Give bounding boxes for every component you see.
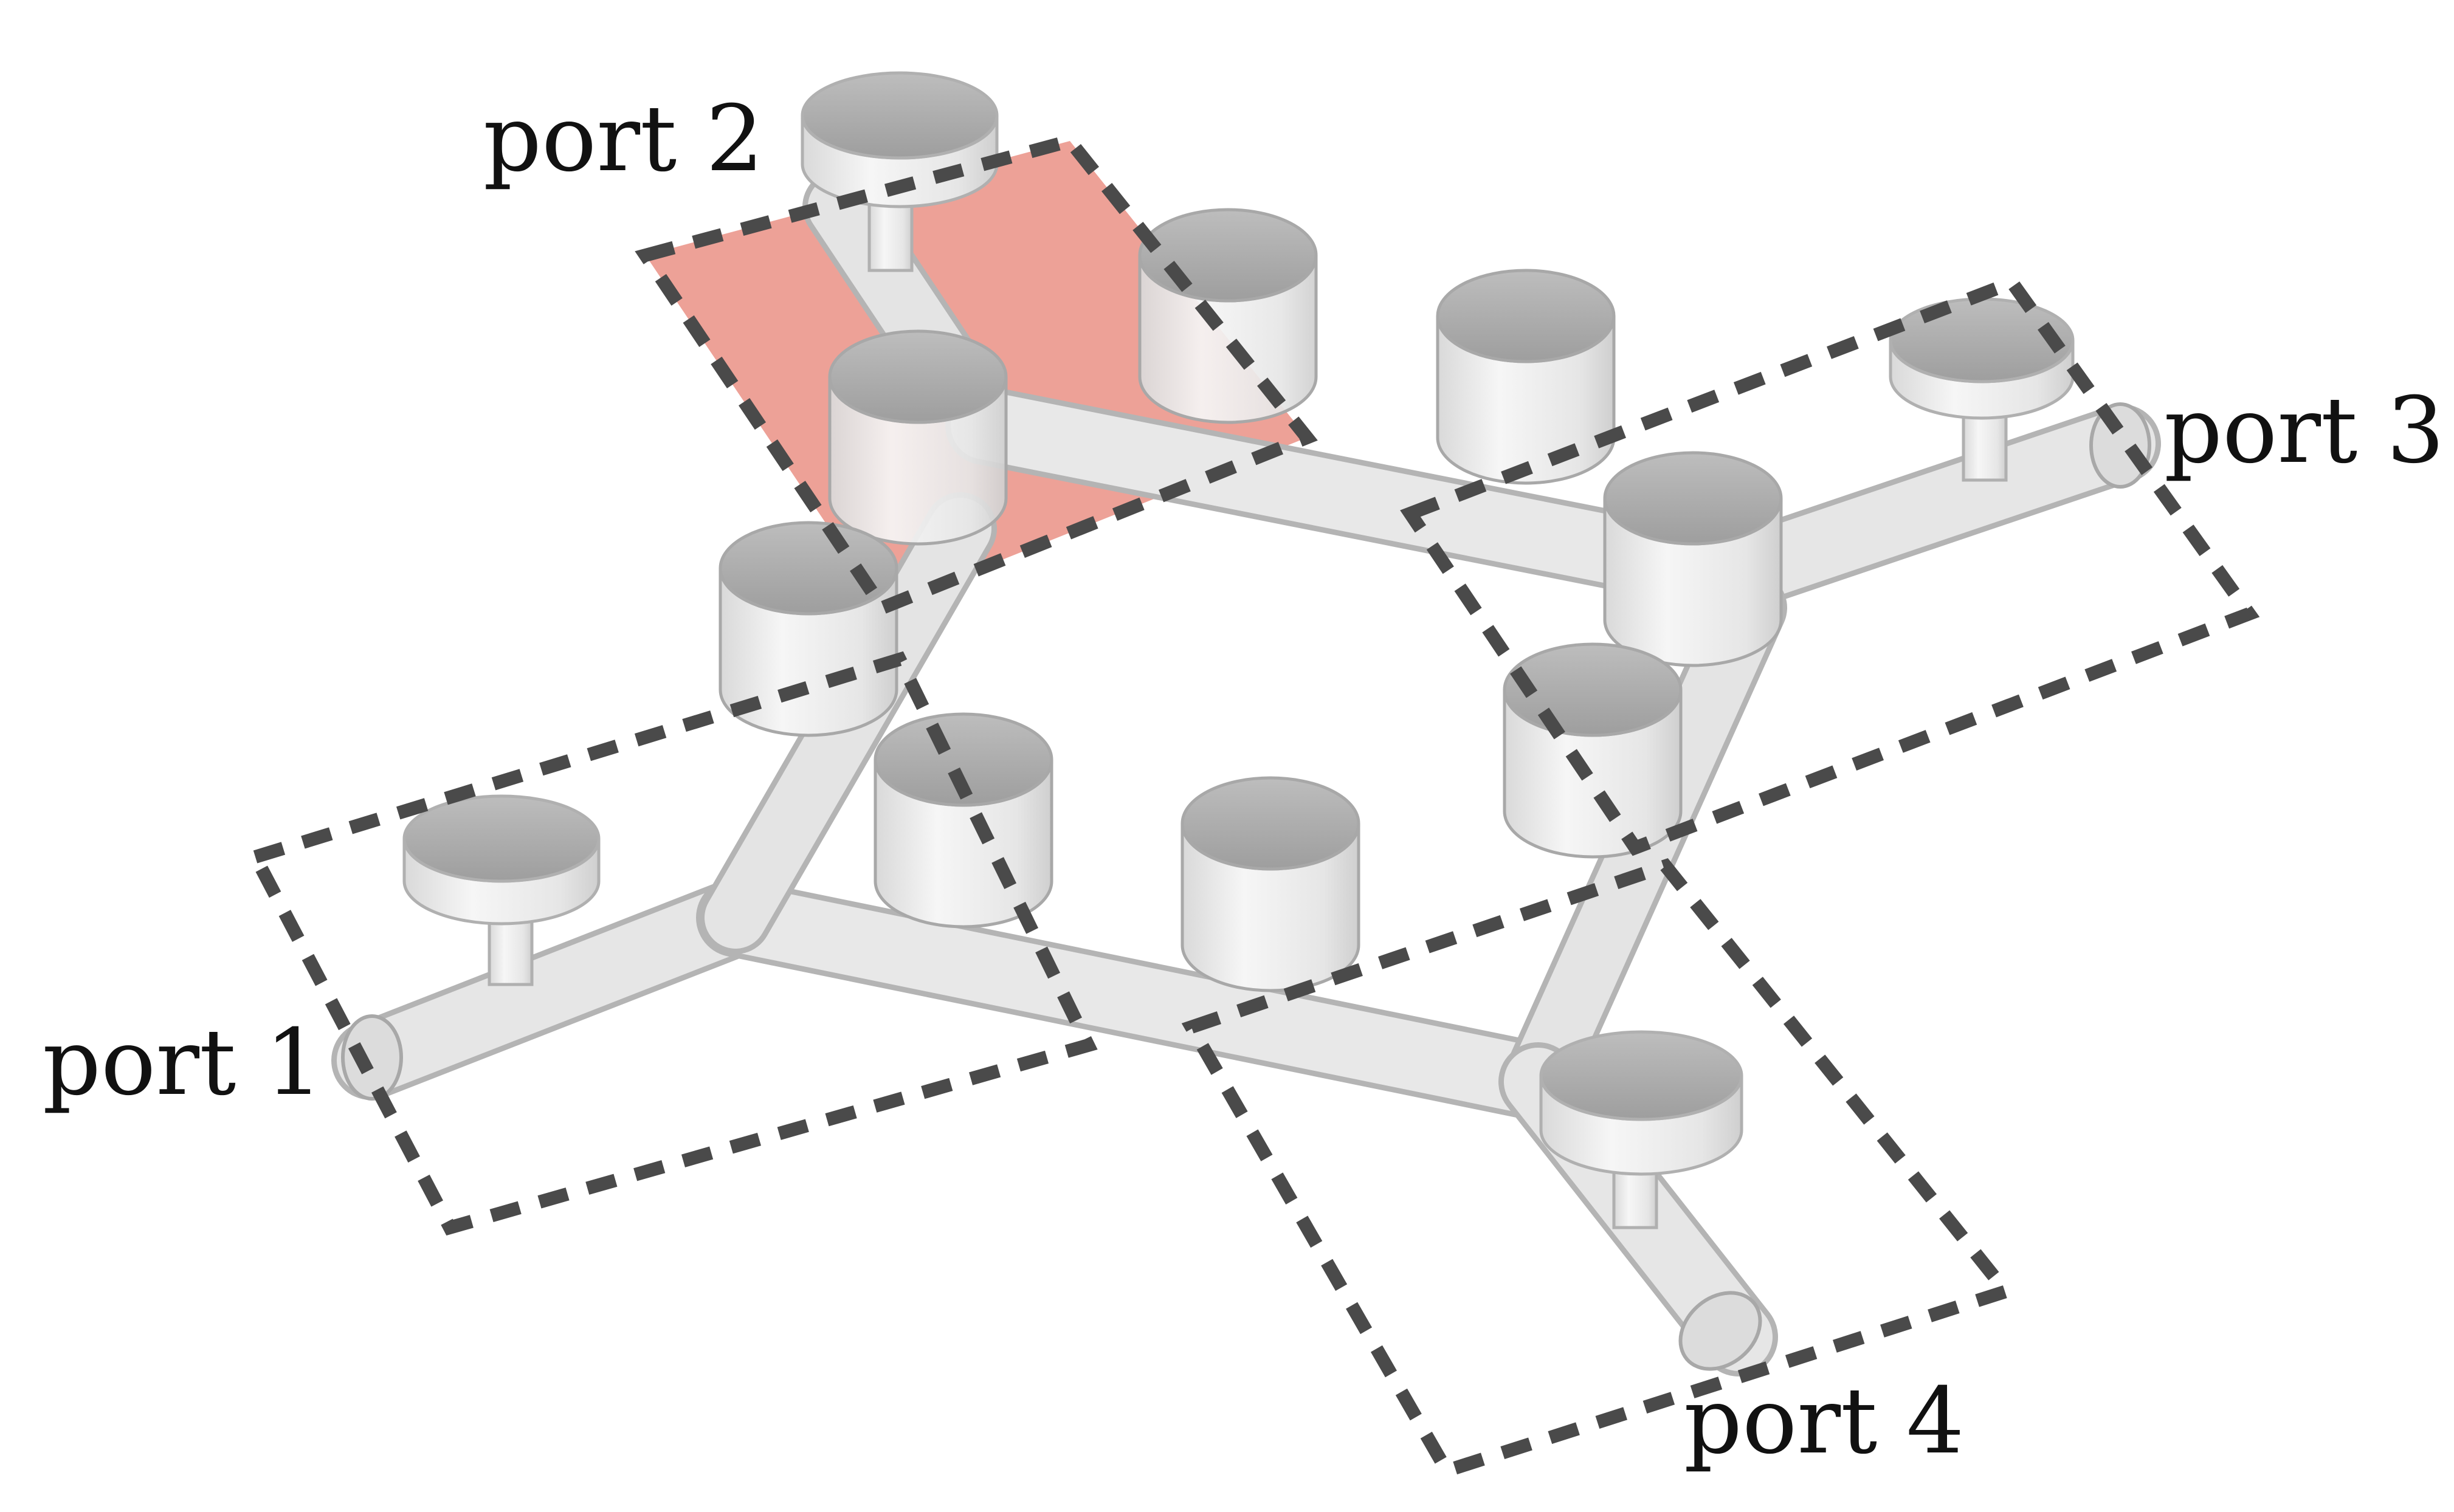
port-2-label: port 2 [483, 86, 763, 192]
disc-resonator-port1 [402, 794, 601, 986]
port-1-plane-outline [246, 651, 1098, 1236]
cylinder-resonator-2 [1138, 208, 1318, 424]
pipe-top-fill [951, 391, 1724, 599]
pipe-port3-arm-fill [1692, 410, 2156, 611]
disc-resonator-port3 [1889, 297, 2075, 482]
cylinder-resonator-7 [874, 712, 1053, 929]
cylinder-resonator-6 [1503, 642, 1683, 859]
pipe-port1-arm-fill [337, 884, 770, 1094]
port-4-label: port 4 [1684, 1369, 1964, 1474]
port-4-pipe-end [1678, 1291, 1762, 1371]
pipe-bottom-fill [701, 884, 1572, 1116]
port-1-pipe-end [341, 1014, 403, 1101]
disc-resonator-port4 [1539, 1030, 1743, 1229]
pipe-network [331, 170, 2161, 1376]
cylinder-resonator-3 [1436, 269, 1616, 485]
port-1-label: port 1 [43, 1010, 323, 1116]
cylinder-resonator-1 [828, 329, 1008, 546]
port-4-plane-outline [1181, 858, 2018, 1479]
cylinder-resonator-8 [1180, 776, 1360, 992]
port-3-plane-outline [1400, 274, 2260, 856]
port-3-label: port 3 [2164, 378, 2444, 484]
port-plane-outlines [246, 133, 2260, 1479]
cylinder-resonator-5 [719, 521, 898, 737]
cylinder-resonator-4 [1603, 451, 1783, 667]
port-2-plane-outline [635, 133, 1318, 616]
